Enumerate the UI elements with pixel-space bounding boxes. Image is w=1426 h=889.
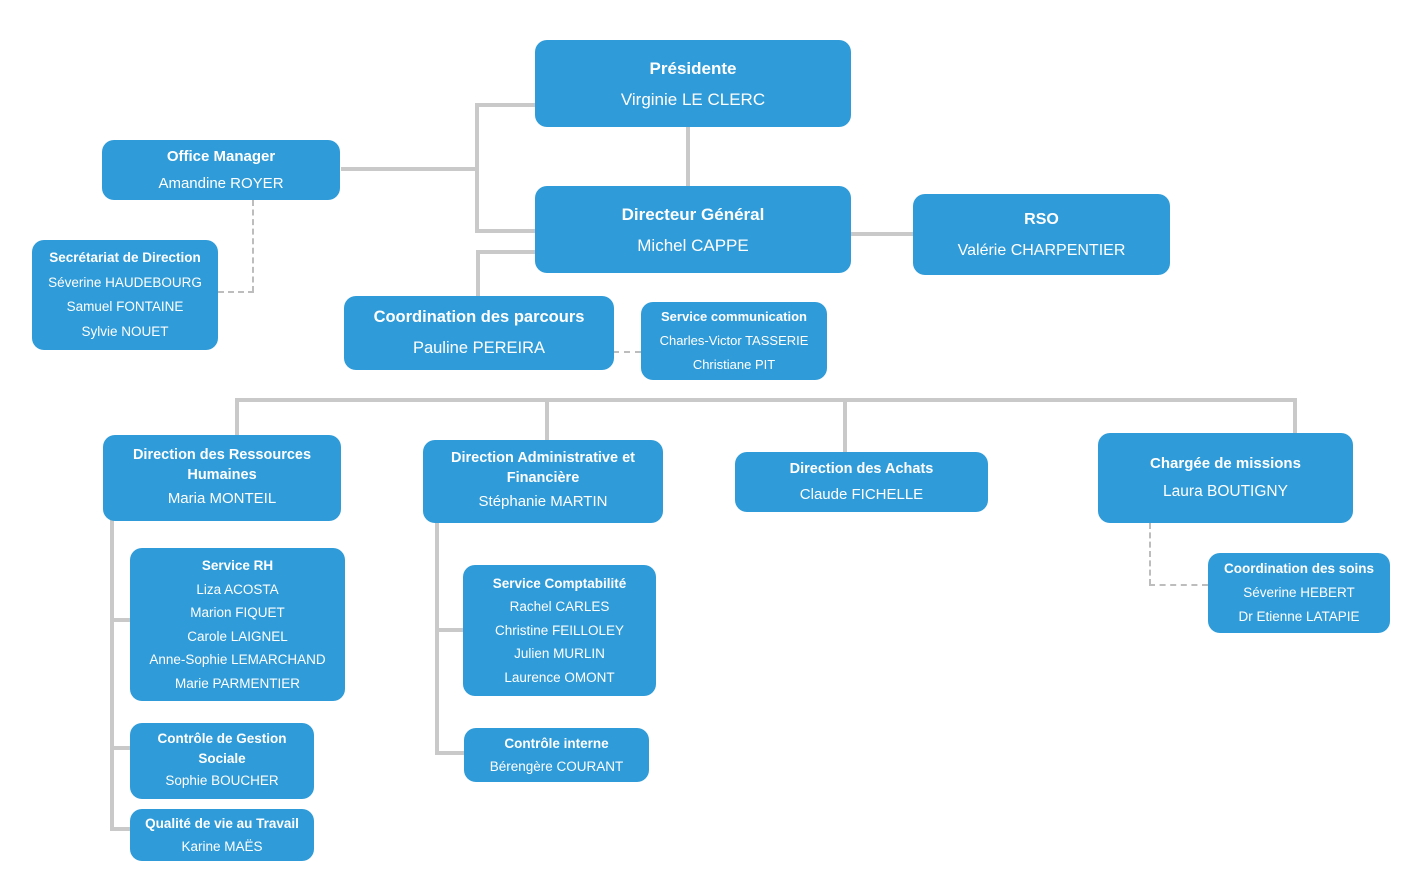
connector-drop-achats <box>843 398 847 452</box>
node-member: Samuel FONTAINE <box>66 299 184 314</box>
node-member: Julien MURLIN <box>514 646 605 662</box>
node-member: Carole LAIGNEL <box>187 628 288 644</box>
org-node-rso: RSO Valérie CHARPENTIER <box>913 194 1170 275</box>
node-member: Stéphanie MARTIN <box>478 493 608 510</box>
connector-drop-chargee <box>1293 398 1297 433</box>
node-member: Sylvie NOUET <box>81 323 169 339</box>
connector-drh-qvt <box>110 827 134 831</box>
org-node-presidente: Présidente Virginie LE CLERC <box>535 40 851 127</box>
node-title: Contrôle interne <box>504 736 609 751</box>
node-member: Sophie BOUCHER <box>165 773 279 788</box>
node-member: Maria MONTEIL <box>167 489 277 507</box>
org-node-service-communication: Service communication Charles-Victor TAS… <box>641 302 827 380</box>
node-title: Présidente <box>649 58 737 78</box>
connector-dashed-chargee-soins-v <box>1149 523 1151 585</box>
node-member: Christine FEILLOLEY <box>494 622 625 638</box>
connector-dg-coordination-h <box>476 250 535 254</box>
node-member: Séverine HEBERT <box>1243 585 1355 600</box>
connector-office-manager <box>341 167 479 171</box>
org-node-chargee-de-missions: Chargée de missions Laura BOUTIGNY <box>1098 433 1353 523</box>
node-member: Michel CAPPE <box>637 235 749 255</box>
node-member: Karine MAËS <box>181 839 263 854</box>
node-member: Virginie LE CLERC <box>620 89 766 109</box>
node-member: Laura BOUTIGNY <box>1163 483 1288 500</box>
node-member: Dr Etienne LATAPIE <box>1238 609 1360 624</box>
connector-daf-controle-interne <box>435 751 466 755</box>
node-title: RSO <box>1024 210 1059 228</box>
node-member: Valérie CHARPENTIER <box>957 241 1126 259</box>
org-node-coordination-des-parcours: Coordination des parcours Pauline PEREIR… <box>344 296 614 370</box>
connector-daf-comptabilite <box>435 628 465 632</box>
node-title: Direction des Achats <box>789 461 934 477</box>
node-member: Séverine HAUDEBOURG <box>48 274 202 290</box>
connector-drh-bracket <box>110 520 114 831</box>
connector-dashed-coordination-communication <box>613 351 641 353</box>
node-title: Service communication <box>661 309 807 324</box>
connector-presidente-left <box>475 103 535 107</box>
connector-dg-coordination-v <box>476 250 480 296</box>
node-member: Charles-Victor TASSERIE <box>659 333 809 348</box>
node-member: Rachel CARLES <box>509 599 610 615</box>
connector-dashed-om-secretariat-v <box>252 200 254 292</box>
org-node-office-manager: Office Manager Amandine ROYER <box>102 140 340 200</box>
connector-drh-cgs <box>110 746 134 750</box>
node-title: Qualité de vie au Travail <box>145 816 299 831</box>
connector-daf-bracket <box>435 523 439 755</box>
org-node-directeur-general: Directeur Général Michel CAPPE <box>535 186 851 273</box>
node-title: Direction Administrative et Financière <box>451 450 635 486</box>
node-title: Secrétariat de Direction <box>49 250 201 265</box>
node-title: Service RH <box>201 558 274 573</box>
node-title: Coordination des soins <box>1223 561 1374 576</box>
org-node-service-rh: Service RH Liza ACOSTA Marion FIQUET Car… <box>130 548 345 701</box>
connector-drop-daf <box>545 398 549 440</box>
connector-drh-service-rh <box>110 618 132 622</box>
connector-dg-rso <box>851 232 913 236</box>
node-member: Marion FIQUET <box>190 605 285 620</box>
node-title: Direction des Ressources Humaines <box>132 446 312 483</box>
connector-dashed-chargee-soins-h <box>1149 584 1208 586</box>
node-member: Claude FICHELLE <box>799 486 924 503</box>
connector-presidente-dg <box>686 127 690 186</box>
org-node-direction-ressources-humaines: Direction des Ressources Humaines Maria … <box>103 435 341 521</box>
org-node-secretariat-de-direction: Secrétariat de Direction Séverine HAUDEB… <box>32 240 218 350</box>
connector-dg-left <box>475 229 535 233</box>
node-member: Bérengère COURANT <box>489 759 624 774</box>
node-member: Liza ACOSTA <box>196 581 279 597</box>
node-member: Pauline PEREIRA <box>412 339 546 357</box>
org-node-direction-des-achats: Direction des Achats Claude FICHELLE <box>735 452 988 512</box>
node-member: Amandine ROYER <box>158 175 284 192</box>
connector-distribution-bar <box>237 398 1297 402</box>
node-title: Coordination des parcours <box>373 308 585 326</box>
node-title: Contrôle de Gestion Sociale <box>157 731 287 766</box>
node-member: Anne-Sophie LEMARCHAND <box>149 652 326 667</box>
node-title: Office Manager <box>166 148 276 165</box>
org-node-qualite-de-vie-au-travail: Qualité de vie au Travail Karine MAËS <box>130 809 314 861</box>
node-title: Directeur Général <box>621 204 765 224</box>
org-node-controle-interne: Contrôle interne Bérengère COURANT <box>464 728 649 782</box>
node-member: Marie PARMENTIER <box>174 675 300 691</box>
org-node-coordination-des-soins: Coordination des soins Séverine HEBERT D… <box>1208 553 1390 633</box>
org-node-controle-de-gestion-sociale: Contrôle de Gestion Sociale Sophie BOUCH… <box>130 723 314 799</box>
node-title: Chargée de missions <box>1150 455 1301 472</box>
node-member: Christiane PIT <box>692 357 776 372</box>
connector-dashed-om-secretariat-h <box>218 291 254 293</box>
org-node-direction-administrative-financiere: Direction Administrative et Financière S… <box>423 440 663 523</box>
node-title: Service Comptabilité <box>492 575 627 591</box>
connector-drop-drh <box>235 398 239 435</box>
org-node-service-comptabilite: Service Comptabilité Rachel CARLES Chris… <box>463 565 656 696</box>
node-member: Laurence OMONT <box>504 669 615 685</box>
